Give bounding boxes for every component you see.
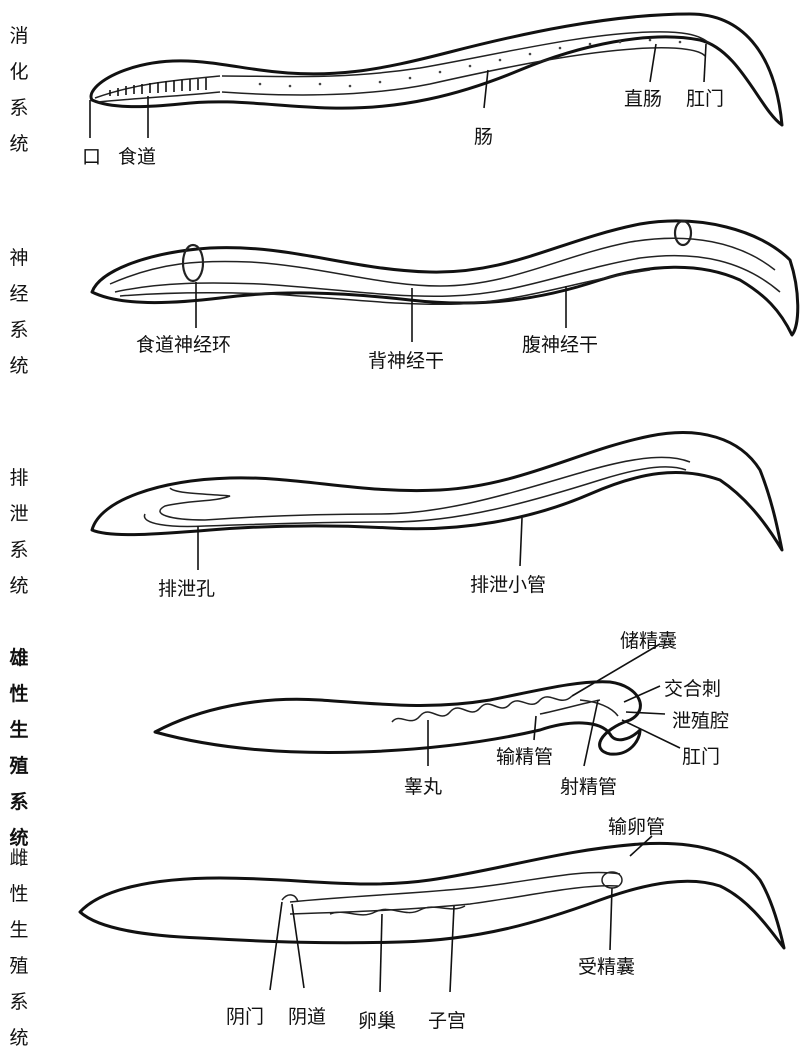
dorsal-nerve-trunk	[110, 238, 775, 286]
label-ejaculatory-duct: 射精管	[560, 772, 617, 799]
label-ovary: 卵巢	[358, 1006, 396, 1033]
leader-anus	[704, 44, 706, 82]
label-vulva: 阴门	[226, 1002, 264, 1029]
label-mouth: 口	[82, 142, 101, 169]
label-rectum: 直肠	[624, 84, 662, 111]
panel-female-reproductive: 雌 性 生 殖 系 统 输卵管 受精囊 阴门 阴道 卵巢 子宫	[0, 830, 802, 1044]
leader-rectum	[650, 44, 656, 82]
label-anus: 肛门	[682, 742, 720, 769]
label-uterus: 子宫	[428, 1006, 466, 1033]
label-seminal-vesicle: 储精囊	[620, 626, 677, 653]
label-seminal-receptacle: 受精囊	[578, 952, 635, 979]
posterior-ganglion	[675, 221, 691, 245]
leader-vulva	[270, 902, 282, 990]
excretory-canal-lower	[205, 467, 686, 526]
label-oviduct: 输卵管	[608, 812, 665, 839]
leader-vagina	[292, 904, 304, 988]
label-vas-deferens: 输精管	[496, 742, 553, 769]
leader-ovary	[380, 914, 382, 992]
worm-outline	[92, 433, 782, 550]
worm-outline	[80, 843, 784, 948]
label-nerve-ring: 食道神经环	[136, 330, 231, 357]
leader-cloaca	[626, 712, 665, 714]
panel-nervous: 神 经 系 统 食道神经环 背神经干 腹神经干	[0, 200, 802, 410]
leader-uterus	[450, 906, 454, 992]
label-excretory-pore: 排泄孔	[158, 574, 215, 601]
excretory-canal-loops	[144, 488, 230, 527]
digestive-worm-drawing	[0, 0, 802, 200]
worm-outline	[91, 14, 782, 125]
label-testis: 睾丸	[404, 772, 442, 799]
female-worm-drawing	[0, 830, 802, 1044]
esophagus-hatching	[110, 78, 206, 96]
label-excretory-canal: 排泄小管	[470, 570, 546, 597]
nervous-worm-drawing	[0, 200, 802, 410]
panel-excretory: 排 泄 系 统 排泄孔 排泄小管	[0, 410, 802, 620]
label-spicule: 交合刺	[664, 674, 721, 701]
label-anus: 肛门	[686, 84, 724, 111]
panel-digestive: 消 化 系 统 口 食道 肠 直肠 肛门	[0, 0, 802, 200]
ovary-coil	[330, 906, 465, 915]
ejaculatory-duct	[580, 700, 618, 716]
label-cloaca: 泄殖腔	[672, 706, 729, 733]
label-intestine: 肠	[474, 122, 493, 149]
leader-excretory-canal	[520, 518, 522, 566]
label-vagina: 阴道	[288, 1002, 326, 1029]
excretory-worm-drawing	[0, 410, 802, 620]
label-esophagus: 食道	[118, 142, 156, 169]
panel-male-reproductive: 雄 性 生 殖 系 统 储精囊 交合刺 泄殖腔 肛门 睾丸 输精管 射精管	[0, 620, 802, 830]
leader-ejaculatory-duct	[584, 700, 598, 766]
label-ventral-nerve: 腹神经干	[522, 330, 598, 357]
leader-vas-deferens	[534, 716, 536, 740]
leader-intestine	[484, 70, 488, 108]
label-dorsal-nerve: 背神经干	[368, 346, 444, 373]
